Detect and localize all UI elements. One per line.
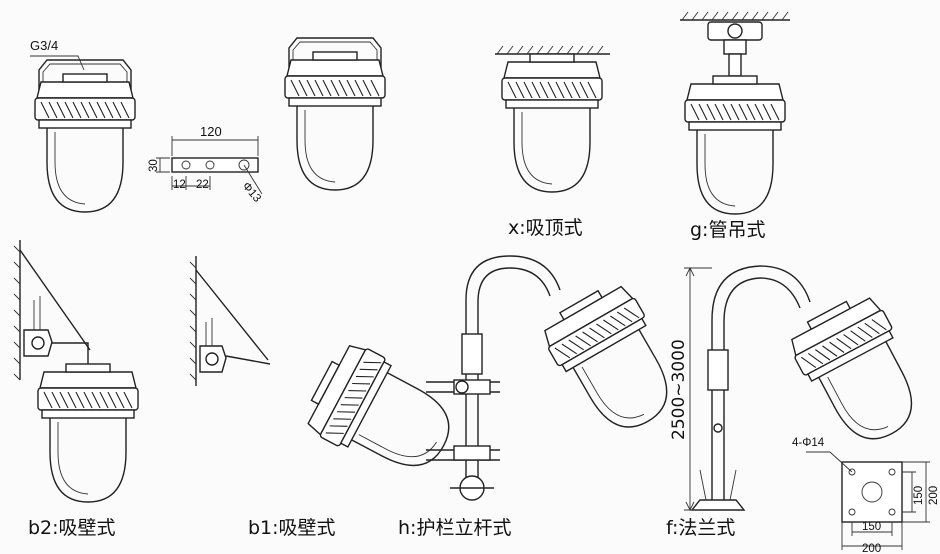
thread-leader bbox=[30, 55, 85, 71]
wall-mount-b2 bbox=[13, 240, 139, 503]
flange-caption: f:法兰式 bbox=[666, 517, 735, 539]
pole-height: 2500~3000 bbox=[669, 339, 689, 440]
bracket-length: 120 bbox=[200, 124, 222, 139]
wall-mount-b1-caption: b1:吸壁式 bbox=[248, 517, 336, 539]
lamp-with-guard bbox=[34, 59, 136, 213]
guardrail-pole-mount bbox=[426, 255, 693, 501]
flange-inner-h: 150 bbox=[862, 521, 881, 533]
flange-plate bbox=[806, 451, 930, 550]
mounting-bracket bbox=[156, 136, 263, 195]
flange-outer-h: 200 bbox=[862, 543, 881, 554]
wall-mount-b1 bbox=[189, 256, 468, 491]
flange-holes: 4-Φ14 bbox=[792, 437, 825, 449]
wall-mount-b2-caption: b2:吸壁式 bbox=[28, 517, 116, 539]
guardrail-caption: h:护栏立杆式 bbox=[398, 517, 511, 539]
bracket-height: 30 bbox=[148, 159, 160, 172]
bracket-offset2: 22 bbox=[196, 179, 209, 191]
thread-label: G3/4 bbox=[30, 38, 58, 53]
bracket-hole: Φ13 bbox=[240, 180, 263, 205]
pipe-hanging-caption: g:管吊式 bbox=[690, 219, 765, 241]
flange-pole-mount bbox=[684, 265, 937, 512]
flange-outer-v: 200 bbox=[928, 486, 940, 505]
pipe-hanging-lamp bbox=[680, 11, 790, 215]
lamp-with-guard-2 bbox=[284, 37, 386, 191]
ceiling-mount-lamp bbox=[495, 45, 610, 193]
flange-inner-v: 150 bbox=[913, 486, 925, 505]
bracket-offset1: 12 bbox=[173, 179, 186, 191]
ceiling-mount-caption: x:吸顶式 bbox=[508, 217, 583, 239]
